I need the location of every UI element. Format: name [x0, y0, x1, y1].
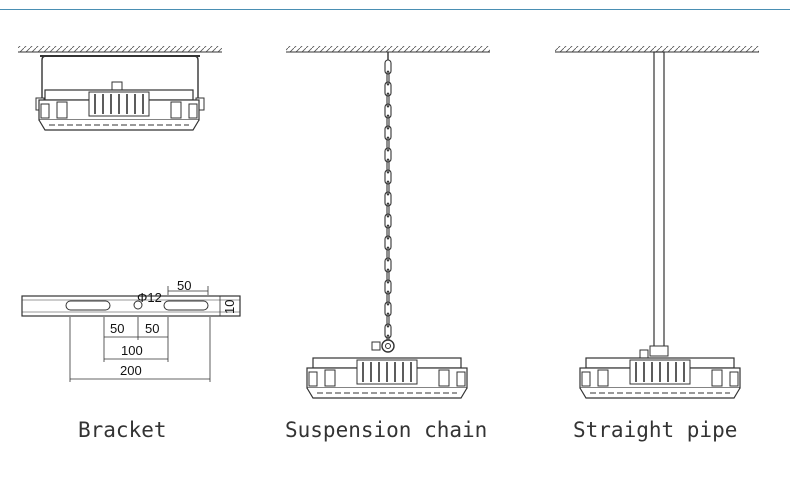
chain-mounted-fixture — [306, 52, 468, 399]
chain-link — [386, 202, 390, 218]
chain-link — [386, 136, 390, 152]
bracket-mounted-fixture — [35, 55, 205, 131]
chain-link — [384, 103, 392, 119]
inner-span-label: 100 — [121, 343, 143, 358]
chain-link — [386, 70, 390, 86]
chain-link — [384, 235, 392, 251]
chain-link — [384, 213, 392, 229]
chain-link — [384, 59, 392, 75]
chain-link — [386, 290, 390, 306]
bracket-plate — [21, 286, 241, 382]
chain-link — [384, 301, 392, 317]
chain-link — [386, 180, 390, 196]
left-offset-label: 50 — [110, 321, 125, 336]
top-accent-line — [0, 9, 790, 10]
chain-link — [384, 81, 392, 97]
chain-link — [386, 158, 390, 174]
chain-link — [384, 279, 392, 295]
chain-link — [384, 169, 392, 185]
chain-link — [386, 92, 390, 108]
chain-caption: Suspension chain — [285, 418, 488, 442]
hole-diameter-label: Φ12 — [137, 290, 162, 305]
pipe-mounted-fixture — [579, 51, 741, 399]
chain-link — [384, 191, 392, 207]
chain-link — [384, 323, 392, 339]
chain-link — [384, 125, 392, 141]
chain-link — [384, 257, 392, 273]
chain-link — [386, 114, 390, 130]
right-offset-label: 50 — [145, 321, 160, 336]
top-width-label: 50 — [177, 278, 192, 293]
pipe-caption: Straight pipe — [573, 418, 738, 442]
height-label: 10 — [222, 299, 237, 314]
chain-link — [386, 246, 390, 262]
chain-link — [386, 224, 390, 240]
bracket-caption: Bracket — [78, 418, 167, 442]
chain-link — [386, 268, 390, 284]
chain-link — [384, 147, 392, 163]
chain-link — [386, 312, 390, 328]
total-length-label: 200 — [120, 363, 142, 378]
